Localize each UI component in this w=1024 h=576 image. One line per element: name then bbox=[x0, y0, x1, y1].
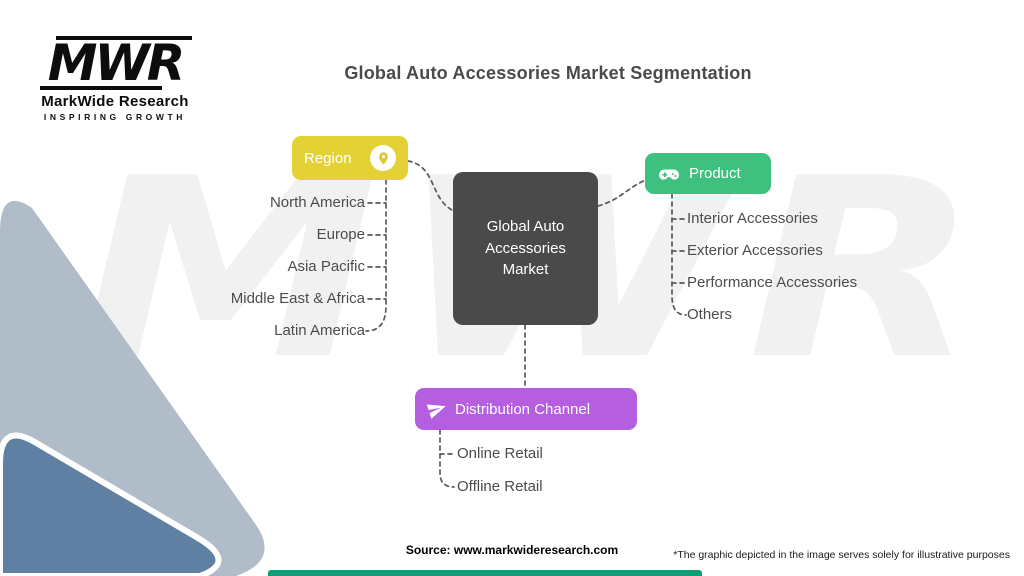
logo-mark: MWR bbox=[39, 36, 193, 90]
page-title: Global Auto Accessories Market Segmentat… bbox=[344, 63, 752, 83]
source-text: Source: www.markwideresearch.com bbox=[405, 543, 619, 557]
distribution-item: Online Retail bbox=[457, 445, 543, 462]
gamepad-icon bbox=[657, 162, 681, 186]
distribution-item: Offline Retail bbox=[457, 478, 543, 495]
product-item: Exterior Accessories bbox=[687, 242, 823, 259]
distribution-badge: Distribution Channel bbox=[415, 388, 637, 430]
region-label: Region bbox=[304, 149, 352, 167]
distribution-label: Distribution Channel bbox=[455, 400, 591, 418]
region-item: Latin America bbox=[274, 322, 365, 339]
product-item: Others bbox=[687, 306, 733, 323]
logo-name: MarkWide Research bbox=[41, 92, 189, 110]
center-node-label: Global Auto Accessories Market bbox=[485, 217, 566, 279]
logo-tagline: INSPIRING GROWTH bbox=[43, 111, 187, 122]
region-item: Middle East & Africa bbox=[230, 290, 365, 307]
product-badge: Product bbox=[645, 153, 771, 194]
region-item: North America bbox=[269, 194, 365, 211]
region-badge: Region bbox=[292, 136, 408, 180]
disclaimer-text: *The graphic depicted in the image serve… bbox=[673, 549, 1010, 561]
accent-bar bbox=[268, 570, 702, 576]
product-item: Interior Accessories bbox=[687, 210, 818, 227]
region-item: Europe bbox=[316, 226, 365, 243]
connector-distribution-spine bbox=[439, 429, 455, 488]
paper-plane-icon bbox=[426, 399, 447, 419]
product-label: Product bbox=[689, 165, 741, 182]
product-item: Performance Accessories bbox=[687, 274, 858, 291]
corner-shape-dark bbox=[0, 432, 222, 576]
location-pin-icon bbox=[370, 145, 396, 171]
logo: MWR MarkWide Research INSPIRING GROWTH bbox=[30, 36, 200, 122]
center-node: Global Auto Accessories Market bbox=[453, 172, 598, 325]
region-item: Asia Pacific bbox=[287, 258, 365, 275]
